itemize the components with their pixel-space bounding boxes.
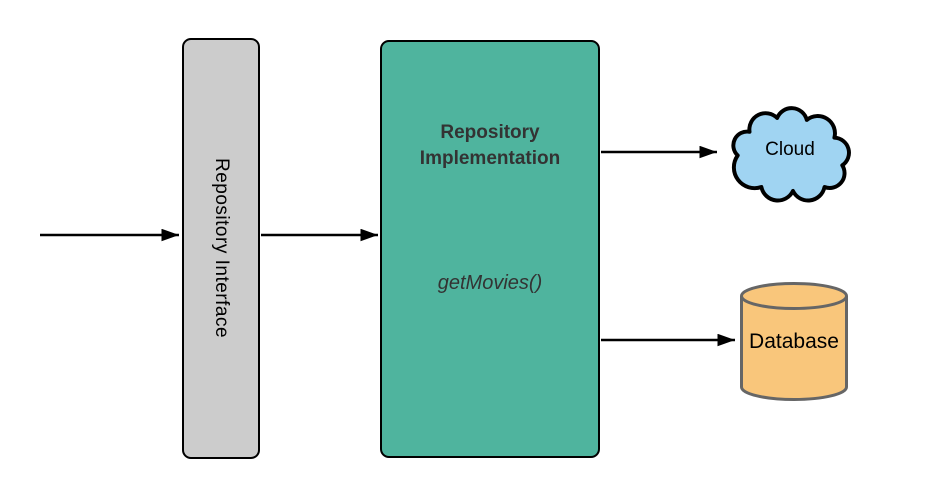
database-label: Database bbox=[749, 330, 839, 353]
get-movies-method-label: getMovies() bbox=[437, 272, 543, 294]
repository-implementation-label: Repository Implementation bbox=[419, 122, 561, 169]
repository-implementation-node: Repository Implementation getMovies() bbox=[380, 40, 600, 458]
cloud-icon bbox=[731, 106, 851, 203]
repository-interface-node: Repository Interface bbox=[182, 38, 260, 459]
database-cylinder-icon bbox=[740, 282, 848, 401]
repository-interface-label: Repository Interface bbox=[211, 158, 232, 339]
cloud-node: Cloud bbox=[716, 92, 864, 210]
cloud-label: Cloud bbox=[765, 139, 815, 160]
database-node: Database bbox=[740, 282, 848, 402]
